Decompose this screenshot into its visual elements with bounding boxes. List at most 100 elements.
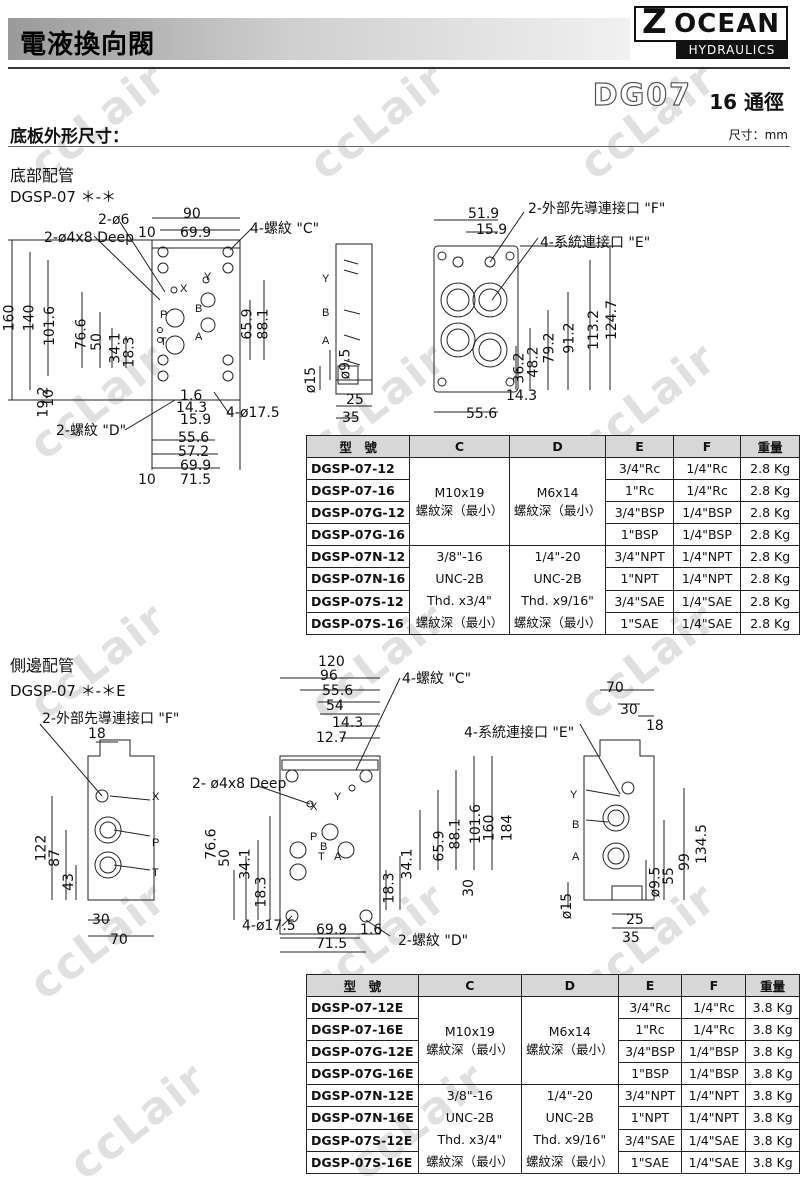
svg-text:X: X [310,801,318,813]
cell-e: 1"SAE [605,611,674,636]
table-row: DGSP-07S-16 1"SAE 1/4"SAE 2.8 Kg [305,611,800,636]
dim: 96 [320,668,338,684]
section-title: 底板外形尺寸： [10,127,129,147]
cell-model: DGSP-07-16E [306,1018,419,1041]
cell-model: DGSP-07-12E [306,996,419,1019]
cell-e: 3/4"Rc [617,996,683,1019]
model-bore-size: 16 通徑 [709,90,784,114]
dim: 36.2 [511,352,528,384]
dim: ø9.5 [647,866,664,898]
dim: 18.3 [253,876,270,908]
cell-weight: 3.8 Kg [745,1018,800,1041]
dim: 12.7 [316,730,348,746]
cell-f: 1/4"Rc [672,457,742,480]
svg-text:P: P [160,309,167,321]
cell-model: DGSP-07N-12E [306,1083,419,1108]
label-screw-d: 2-螺紋 "D" [56,423,127,439]
dim: 76.6 [73,318,90,350]
bottom-piping-drawing: PT BA XY YBA [8,211,620,470]
table-row: DGSP-07N-16E 1"NPT 1/4"NPT 3.8 Kg [306,1106,800,1130]
col-header-f: F [672,435,742,458]
svg-text:X: X [180,283,188,295]
svg-text:Y: Y [322,273,330,285]
dim: 25 [626,912,644,928]
cell-weight: 2.8 Kg [740,479,800,502]
dim: 18.3 [381,872,398,904]
col-header-model: 型 號 [306,974,419,997]
cell-weight: 3.8 Kg [745,996,800,1019]
brand-logo: Z OCEAN [634,2,788,42]
svg-text:X: X [152,791,160,803]
dim: 57.2 [178,444,210,460]
side-center-outline [279,755,381,935]
svg-text:Y: Y [204,271,212,283]
dim: 43 [60,873,77,891]
dim: 34.1 [399,848,416,880]
bottom-view-outline [433,245,519,393]
watermark: ccLair [300,52,457,191]
col-header-weight: 重量 [740,435,800,458]
label-screw-c: 4-螺紋 "C" [250,221,320,237]
svg-text:B: B [322,307,329,319]
dim: 124.7 [604,299,621,341]
table-row: DGSP-07G-12E 3/4"BSP 1/4"BSP 3.8 Kg [306,1040,800,1063]
dim: 1.6 [360,922,383,938]
cell-e: 1"BSP [617,1062,683,1085]
cell-f: 1/4"NPT [681,1083,747,1108]
table-row: DGSP-07S-12 3/4"SAE 1/4"SAE 2.8 Kg [305,589,800,613]
dim: 18 [646,718,664,734]
col-header-e: E [605,435,674,458]
side-label-deep-hole: 2- ø4x8 Deep [192,776,287,792]
logo-z-mark: Z [642,2,668,42]
cell-model: DGSP-07-16 [305,479,411,502]
cell-e: 3/4"SAE [605,589,674,613]
dim: 71.5 [316,936,348,952]
cell-model: DGSP-07G-12E [306,1040,419,1063]
dim: 25 [346,392,364,408]
cell-f: 1/4"SAE [672,611,742,636]
dim: 71.5 [180,472,212,488]
svg-text:B: B [320,841,327,853]
section-divider [8,146,790,147]
dim: 160 [1,304,18,332]
dim: ø15 [303,366,320,394]
label-hole-6: 2-ø6 [98,212,130,228]
cell-f: 1/4"Rc [681,1018,747,1041]
svg-text:Y: Y [334,791,342,803]
dim: 55.6 [322,683,354,699]
watermark: ccLair [570,52,727,191]
table-header-row: 型 號 C D E F 重量 [306,974,800,997]
title-bar [8,18,630,60]
side-right-outline [583,739,655,901]
cell-e: 1"NPT [605,567,674,591]
svg-text:P: P [152,837,159,849]
col-header-weight: 重量 [745,974,800,997]
side-label-system-port-e: 4-系統連接口 "E" [464,725,575,741]
dim: 69.9 [316,922,348,938]
cell-weight: 3.8 Kg [745,1040,800,1063]
dim: 55.6 [178,430,210,446]
side-heading: 側邊配管 [10,656,75,675]
svg-text:A: A [572,851,580,863]
cell-model: DGSP-07S-16E [306,1150,419,1175]
svg-text:B: B [572,819,579,831]
dim: ø9.5 [337,348,354,380]
cell-f: 1/4"BSP [672,501,742,524]
label-pilot-port-f: 2-外部先導連接口 "F" [528,201,666,217]
brand-subtitle: HYDRAULICS [676,42,788,59]
bottom-code: DGSP-07 ＊-＊ [10,188,117,206]
dim: ø15 [559,892,576,920]
dim: 69.9 [180,225,212,241]
cell-weight: 2.8 Kg [740,589,800,613]
dim: 65.9 [431,830,448,862]
svg-text:Y: Y [570,789,578,801]
watermark: ccLair [60,1052,217,1190]
